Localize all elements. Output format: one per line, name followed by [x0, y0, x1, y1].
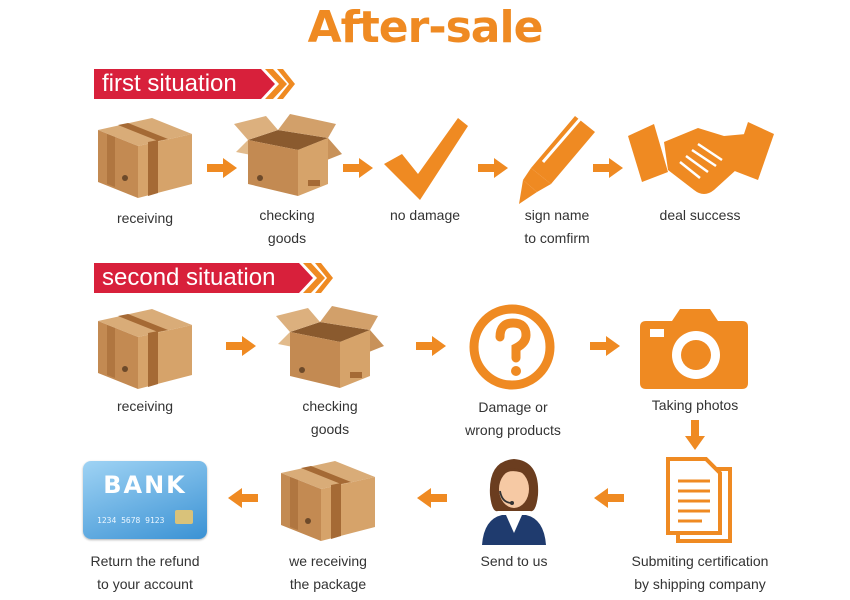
- bank-card-text: BANK: [103, 471, 187, 499]
- open-box-icon: [270, 302, 390, 392]
- arrow-right-icon: [593, 158, 623, 178]
- arrow-left-icon: [417, 488, 447, 508]
- step-label: receiving: [116, 398, 174, 414]
- step-label: receiving: [116, 210, 174, 226]
- second-situation-banner: second situation: [94, 263, 334, 293]
- arrow-right-icon: [226, 336, 256, 356]
- step-label: no damage: [389, 207, 461, 223]
- arrow-right-icon: [416, 336, 446, 356]
- arrow-right-icon: [478, 158, 508, 178]
- step-label: Taking photos: [651, 397, 739, 413]
- arrow-right-icon: [343, 158, 373, 178]
- first-situation-heading: first situation: [94, 69, 251, 99]
- second-situation-heading: second situation: [94, 263, 290, 293]
- card-number: 1234 5678 9123: [97, 516, 165, 525]
- support-agent-icon: [482, 459, 546, 545]
- checkmark-icon: [384, 118, 468, 200]
- closed-box-icon: [273, 455, 383, 545]
- step-label: Send to us: [480, 553, 548, 569]
- card-chip-icon: [175, 510, 193, 524]
- document-icon: [666, 457, 732, 543]
- arrow-left-icon: [228, 488, 258, 508]
- closed-box-icon: [90, 303, 200, 393]
- arrow-right-icon: [590, 336, 620, 356]
- handshake-icon: [628, 122, 774, 194]
- closed-box-icon: [90, 112, 200, 202]
- open-box-icon: [228, 110, 348, 200]
- page-title: After-sale: [307, 2, 544, 53]
- first-situation-banner: first situation: [94, 69, 295, 99]
- pen-icon: [519, 116, 595, 204]
- camera-icon: [640, 309, 748, 389]
- bank-card-icon: BANK 1234 5678 9123: [83, 461, 207, 539]
- banner-chevrons-icon: [289, 263, 334, 293]
- arrow-down-icon: [685, 420, 705, 450]
- arrow-left-icon: [594, 488, 624, 508]
- step-label: deal success: [659, 207, 741, 223]
- question-icon: [469, 304, 555, 390]
- banner-chevrons-icon: [250, 69, 295, 99]
